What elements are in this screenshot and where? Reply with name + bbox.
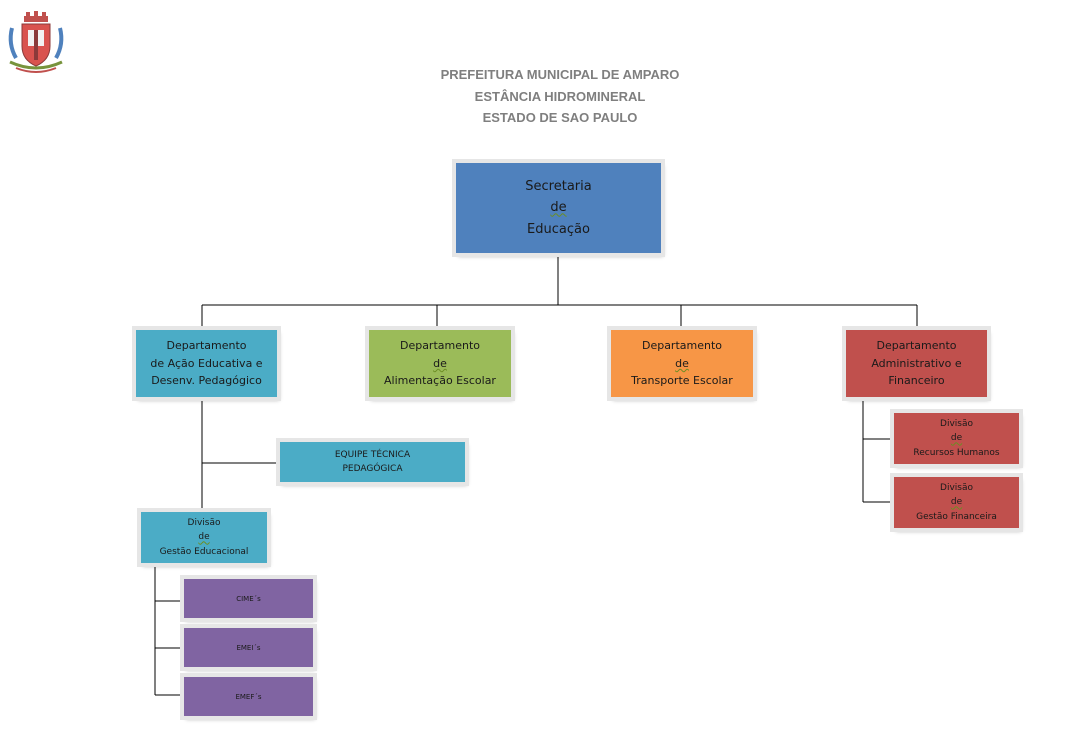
equipe-tecnica-box: EQUIPE TÉCNICA PEDAGÓGICA bbox=[276, 438, 469, 486]
secretaria-box: Secretaria de Educação bbox=[452, 159, 665, 257]
department-transporte-box: Departamento de Transporte Escolar bbox=[607, 326, 757, 401]
secretaria-line-3: Educação bbox=[527, 221, 590, 237]
division-recursos-humanos-line-2: de bbox=[950, 433, 963, 444]
department-alimentacao-line-2: de bbox=[433, 356, 447, 370]
school-emef-box: EMEF´s bbox=[180, 673, 317, 720]
division-gestao-educacional-box: Divisão de Gestão Educacional bbox=[137, 508, 271, 567]
division-gestao-educacional-line-1: Divisão bbox=[187, 517, 221, 528]
equipe-tecnica-line-2: PEDAGÓGICA bbox=[342, 464, 403, 474]
header-line-estancia: ESTÂNCIA HIDROMINERAL bbox=[474, 88, 646, 104]
division-recursos-humanos-line-3: Recursos Humanos bbox=[913, 447, 1000, 458]
department-acao-educativa-box: Departamento de Ação Educativa e Desenv.… bbox=[132, 326, 281, 401]
department-transporte-line-1: Departamento bbox=[641, 339, 723, 353]
division-gestao-educacional-line-2: de bbox=[198, 532, 210, 543]
secretaria-line-1: Secretaria bbox=[525, 178, 592, 194]
division-gestao-financeira-line-2: de bbox=[950, 497, 963, 508]
header-line-estado: ESTADO DE SAO PAULO bbox=[482, 110, 638, 125]
department-transporte-line-3: Transporte Escolar bbox=[631, 374, 733, 388]
division-gestao-financeira-box: Divisão de Gestão Financeira bbox=[890, 473, 1023, 532]
division-recursos-humanos-box: Divisão de Recursos Humanos bbox=[890, 409, 1023, 468]
secretaria-line-2: de bbox=[550, 200, 567, 216]
header-line-prefeitura: PREFEITURA MUNICIPAL DE AMPARO bbox=[440, 67, 680, 82]
department-acao-line-2: de Ação Educativa e bbox=[150, 356, 263, 370]
school-emei-label: EMEI´s bbox=[236, 643, 261, 652]
school-emef-label: EMEF´s bbox=[235, 692, 262, 701]
school-emei-box: EMEI´s bbox=[180, 624, 317, 671]
division-recursos-humanos-line-1: Divisão bbox=[940, 418, 973, 429]
school-cime-box: CIME´s bbox=[180, 575, 317, 622]
division-gestao-financeira-line-3: Gestão Financeira bbox=[916, 511, 997, 522]
division-gestao-financeira-line-1: Divisão bbox=[940, 482, 973, 493]
department-administrativo-box: Departamento Administrativo e Financeiro bbox=[842, 326, 991, 401]
school-cime-label: CIME´s bbox=[236, 594, 261, 603]
department-administrativo-line-3: Financeiro bbox=[888, 374, 945, 388]
department-administrativo-line-1: Departamento bbox=[876, 339, 957, 353]
department-alimentacao-line-3: Alimentação Escolar bbox=[384, 374, 496, 388]
department-transporte-line-2: de bbox=[675, 356, 689, 370]
equipe-tecnica-line-1: EQUIPE TÉCNICA bbox=[334, 449, 411, 460]
department-alimentacao-line-1: Departamento bbox=[399, 339, 481, 353]
department-alimentacao-box: Departamento de Alimentação Escolar bbox=[365, 326, 515, 401]
department-acao-line-3: Desenv. Pedagógico bbox=[151, 374, 262, 388]
coat-of-arms-logo bbox=[8, 11, 64, 73]
department-administrativo-line-2: Administrativo e bbox=[871, 356, 962, 370]
division-gestao-educacional-line-3: Gestão Educacional bbox=[159, 546, 249, 557]
header: PREFEITURA MUNICIPAL DE AMPARO ESTÂNCIA … bbox=[400, 64, 720, 129]
department-acao-line-1: Departamento bbox=[166, 339, 247, 353]
